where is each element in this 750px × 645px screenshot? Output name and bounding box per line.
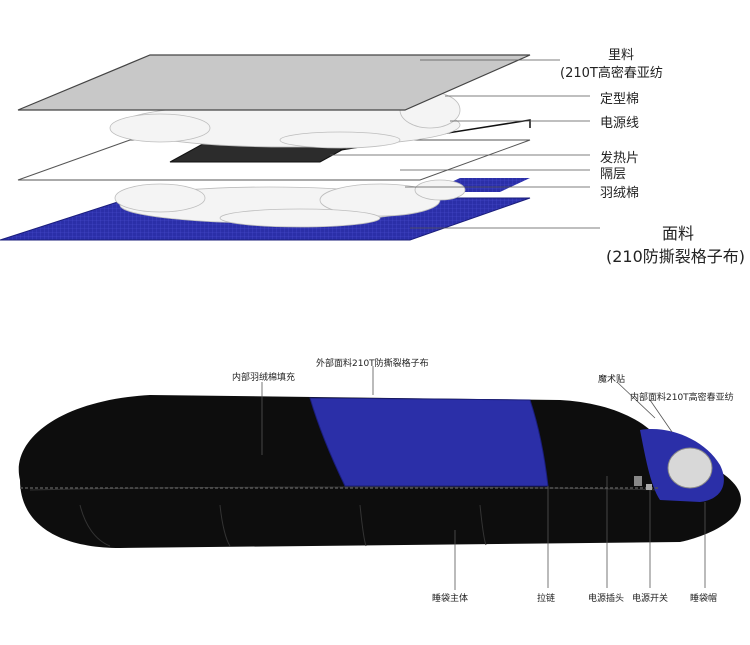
inner-lining-label: 内部面料210T高密春亚纺 [630, 393, 734, 403]
inner-fill-label: 内部羽绒棉填充 [232, 373, 296, 383]
gray-inner-lining [667, 447, 713, 489]
power-switch-label: 电源开关 [632, 594, 669, 604]
layer-stack-illustration [0, 54, 600, 241]
power-plug [634, 476, 642, 486]
power-plug-label: 电源插头 [588, 594, 625, 604]
bag-leader-lines [261, 366, 706, 590]
hood-label: 睡袋帽 [690, 594, 718, 604]
separator-label: 隔层 [600, 167, 627, 182]
quilting-lines [29, 486, 661, 547]
shaped-cotton-label: 定型棉 [600, 92, 640, 107]
leader-lines [330, 59, 600, 229]
shell-spec-label: (210防撕裂格子布) [606, 247, 746, 266]
zipper-label: 拉链 [537, 594, 556, 604]
heating-pad-label: 发热片 [600, 151, 640, 166]
lining-spec-label: (210T高密春亚纺 [560, 66, 663, 81]
shaped-cotton-cloud [109, 91, 461, 149]
bag-body-label: 睡袋主体 [432, 594, 469, 604]
down-fill-lower [114, 179, 466, 228]
power-switch [646, 484, 652, 490]
lining-layer [17, 54, 531, 111]
outer-shell-label: 外部面料210T防撕裂格子布 [316, 359, 429, 369]
sleeping-bag-illustration [18, 366, 741, 590]
lining-title-label: 里料 [608, 48, 635, 63]
down-cotton-label: 羽绒棉 [600, 186, 640, 201]
layer-diagram: 里料 (210T高密春亚纺 定型棉 电源线 发热片 隔层 羽绒棉 面料 (210… [0, 0, 750, 290]
power-cord-label: 电源线 [600, 116, 640, 131]
sleeping-bag-diagram: 内部羽绒棉填充 外部面料210T防撕裂格子布 魔术贴 内部面料210T高密春亚纺… [0, 290, 750, 645]
blue-outer-panel [309, 397, 549, 487]
velcro-label: 魔术贴 [598, 375, 626, 385]
shell-title-label: 面料 [662, 224, 695, 243]
